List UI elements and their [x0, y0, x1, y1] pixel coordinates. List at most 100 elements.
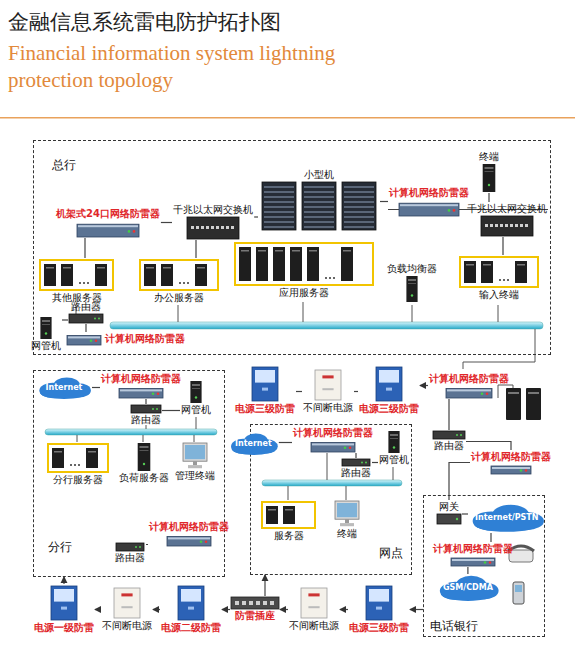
grp-icon-part: [333, 277, 335, 279]
network-bus: [262, 480, 402, 486]
rt-icon-part: [94, 318, 96, 320]
arr-icon-part: [446, 388, 492, 398]
node-label: 办公服务器: [154, 292, 204, 304]
surge-icon-part: [369, 589, 389, 602]
rack-icon-part: [264, 206, 294, 208]
rt-icon-part: [456, 434, 458, 436]
sw-icon-part: [485, 224, 488, 227]
arr-icon-part: [344, 447, 347, 450]
sw-icon-part: [525, 224, 528, 227]
sw-icon-part: [510, 224, 513, 227]
sw-icon-part: [201, 226, 204, 229]
node-label: 计算机网络防雷器: [471, 451, 551, 463]
rack-icon-part: [304, 191, 334, 193]
srv-icon-part: [393, 446, 395, 448]
device-node: 负荷服务器: [118, 442, 170, 485]
device-node: 电源三级防雷: [234, 365, 296, 416]
rack-icon-part: [344, 186, 374, 188]
grp-icon-part: [44, 264, 56, 286]
grp-icon-part: [46, 267, 54, 269]
sw-icon-part: [500, 224, 503, 227]
srv-icon-part: [488, 184, 490, 186]
sw-icon: [481, 216, 533, 236]
arr-icon-part: [451, 558, 495, 566]
connector: [222, 609, 230, 610]
grp-icon-part: [40, 260, 113, 290]
connector: [466, 442, 511, 451]
device-node: 防雷插座: [230, 596, 280, 623]
srv-icon-part: [140, 450, 149, 451]
grp-icon-part: [341, 247, 353, 281]
device-node: 路由器: [340, 458, 372, 480]
device-node: 终端: [478, 150, 500, 193]
connector-group: [62, 193, 548, 610]
grp-icon-part: [195, 264, 207, 286]
device-node: 计算机网络防雷器: [470, 450, 552, 475]
surge-icon: [365, 585, 393, 621]
device-node: 计算机网络防雷器: [100, 372, 182, 399]
grp-icon-part: [256, 247, 268, 281]
strip-icon-part: [242, 601, 246, 605]
rt-icon: [69, 314, 103, 323]
arr-icon-part: [452, 559, 494, 561]
srv-icon-part: [485, 167, 494, 169]
device-node: 计算机网络防雷器: [292, 426, 374, 453]
arr-icon-part: [489, 561, 492, 564]
device-node: 电源三级防雷: [348, 584, 410, 635]
connector: [195, 240, 196, 258]
grp-icon-part: [481, 261, 493, 283]
arr-icon: [399, 200, 459, 216]
connector: [145, 399, 146, 404]
strip-icon-part: [263, 601, 267, 605]
rt-icon-part: [69, 314, 103, 323]
pc-icon-part: [345, 519, 349, 523]
node-label: 负载均衡器: [387, 263, 437, 275]
connector: [502, 237, 503, 255]
device-node: 分行服务器: [46, 442, 110, 487]
rack-icon-part: [302, 182, 336, 230]
rt-icon-part: [342, 459, 370, 466]
connector: [63, 577, 64, 584]
sw-icon-part: [226, 226, 229, 229]
device-node: 计算机网络防雷器: [66, 332, 186, 346]
grp-icon-part: [517, 264, 525, 266]
arr-icon-part: [484, 561, 487, 564]
node-label: 负荷服务器: [119, 472, 169, 484]
device-node: 千兆以太网交换机: [172, 203, 254, 240]
ups-icon: [314, 369, 342, 401]
rack-icon-part: [344, 221, 374, 223]
connector: [62, 319, 68, 320]
srv-icon-part: [485, 171, 494, 172]
node-label: 网关: [439, 501, 459, 513]
arr-icon-part: [453, 209, 456, 212]
arr-icon: [167, 534, 211, 546]
rack-icon-part: [344, 201, 374, 203]
rack-icon-part: [264, 221, 294, 223]
strip-icon-part: [249, 601, 253, 605]
grp-icon-part: [329, 277, 331, 279]
device-node: 路由器: [68, 300, 104, 324]
device-node: 管理终端: [174, 442, 216, 483]
rack-icon-part: [344, 191, 374, 193]
mobile-phone-icon: [513, 582, 524, 604]
ups-icon-part: [121, 593, 132, 596]
surge-icon-part: [379, 370, 399, 383]
arr-icon-part: [168, 537, 210, 539]
arr-icon-part: [400, 204, 458, 206]
node-label: 计算机网络防雷器: [293, 427, 373, 439]
rack-icon-part: [344, 206, 374, 208]
surge-icon-part: [188, 607, 194, 610]
connector: [448, 399, 449, 430]
device-node: 计算机网络防雷器: [432, 542, 514, 567]
connector: [95, 609, 101, 610]
node-label: 服务器: [274, 530, 304, 542]
node-label: 电源三级防雷: [349, 622, 409, 634]
device-node: 不间断电源: [302, 368, 354, 415]
rack-icon-part: [342, 182, 376, 230]
node-label: 网管机: [181, 404, 211, 416]
node-label: 不间断电源: [289, 620, 339, 632]
cloud-node: Internet: [228, 432, 279, 456]
srv-icon-part: [483, 164, 496, 192]
sw-icon-part: [187, 217, 239, 239]
